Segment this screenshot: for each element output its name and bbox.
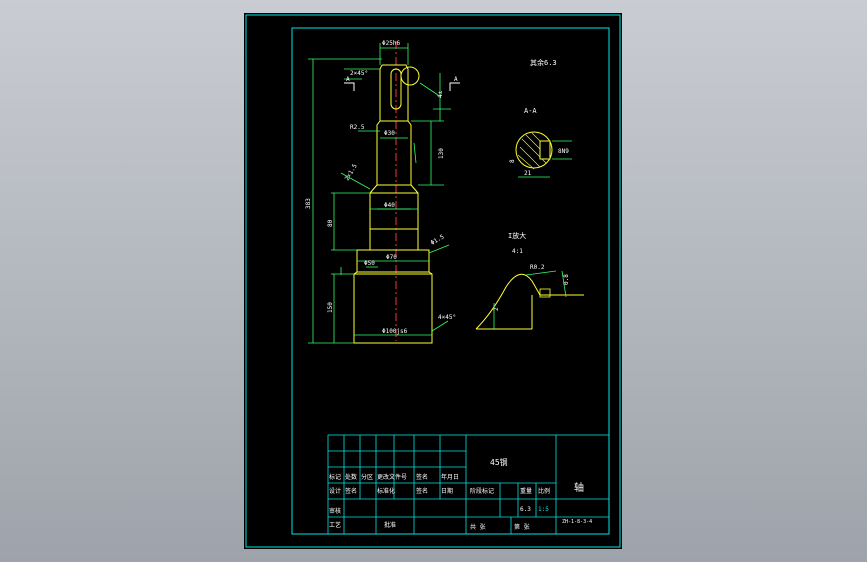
inner-frame <box>291 27 610 535</box>
tb-header-2: 分区 <box>361 473 373 481</box>
dim-overall-length: 383 <box>305 198 312 209</box>
tb-sheet-total: 共 张 <box>470 523 486 531</box>
detail-view: I放大 4:1 R0.2 0.8 2 <box>475 231 584 330</box>
tb-sheet-index: 第 张 <box>514 523 530 531</box>
tb-drawing-no: ZH-1-8-3-4 <box>562 519 592 525</box>
tb-design-4: 签名 <box>416 487 428 495</box>
tb-process: 工艺 <box>329 521 341 529</box>
drawing-canvas: Φ25h6 2×45° 4± R2.5 2×1.5 383 80 130 150… <box>245 14 621 548</box>
tb-design-3: 标准化 <box>377 487 395 495</box>
dim-shoulder: 2×1.5 <box>344 163 359 182</box>
dim-dia-mid: Φ40 <box>384 202 395 209</box>
dim-dia-upper: Φ30 <box>384 130 395 137</box>
dim-dia-lower: Φ100js6 <box>382 328 408 335</box>
tb-roughness-value: 6.3 <box>520 506 531 513</box>
roughness-note: 其余6.3 <box>530 58 557 67</box>
section-dim-key: 8N9 <box>558 148 569 155</box>
dim-length-lower: 150 <box>327 302 334 313</box>
tb-approve: 批准 <box>384 521 396 529</box>
detail-view-label: I放大 <box>508 231 526 240</box>
tb-header-5: 年月日 <box>441 473 459 481</box>
dim-chamfer-bottom: 4×45° <box>438 314 456 321</box>
tb-header-4: 签名 <box>416 473 428 481</box>
tb-design-1: 签名 <box>345 487 357 495</box>
tb-design-5: 日期 <box>441 487 453 495</box>
detail-view-scale: 4:1 <box>512 248 523 255</box>
tb-stage-label: 阶段标记 <box>470 487 494 495</box>
tb-part-name: 轴 <box>574 481 584 494</box>
dim-length-mid: 80 <box>327 219 334 227</box>
tb-scale-value: 1:5 <box>538 506 549 513</box>
tb-header-3: 更改文件号 <box>377 473 407 481</box>
tb-header-1: 处数 <box>345 473 357 481</box>
detail-dim-c: 2 <box>493 307 500 311</box>
detail-dim-a: R0.2 <box>530 264 545 271</box>
tb-scale-label: 比例 <box>538 487 550 495</box>
section-dim-depth: 21 <box>524 170 532 177</box>
dim-dia-collar: Φ70 <box>386 254 397 261</box>
tb-review: 审核 <box>329 507 341 515</box>
dim-top-width: Φ25h6 <box>382 40 400 47</box>
section-marks <box>344 82 460 91</box>
dim-keyway-depth: 4± <box>437 90 444 98</box>
tb-weight-label: 重量 <box>520 487 532 495</box>
main-view-dims: Φ25h6 2×45° 4± R2.5 2×1.5 383 80 130 150… <box>305 40 458 335</box>
dim-fillet: R2.5 <box>350 124 365 131</box>
dim-side-small: Φ1.5 <box>430 233 446 246</box>
detail-dim-b: 0.8 <box>563 274 570 285</box>
section-label-left: A <box>346 76 350 83</box>
section-dim-width: 8 <box>509 159 516 163</box>
dimension-lines <box>308 43 451 344</box>
shaft-outline <box>353 64 433 344</box>
dim-dia-body: Φ50 <box>364 260 375 267</box>
tb-header-0: 标记 <box>329 473 341 481</box>
drawing-sheet: Φ25h6 2×45° 4± R2.5 2×1.5 383 80 130 150… <box>244 13 622 549</box>
dim-chamfer-top: 2×45° <box>350 70 368 77</box>
section-view: A-A 8N9 21 8 <box>509 107 572 178</box>
outer-frame <box>245 14 621 548</box>
section-view-label: A-A <box>524 107 537 115</box>
tb-material: 45钢 <box>490 457 508 467</box>
dim-length-upper: 130 <box>438 148 445 159</box>
title-block: 标记 处数 分区 更改文件号 签名 年月日 设计 签名 标准化 签名 日期 审核… <box>327 434 610 535</box>
section-label-right: A <box>454 76 458 83</box>
tb-design-0: 设计 <box>329 487 341 495</box>
